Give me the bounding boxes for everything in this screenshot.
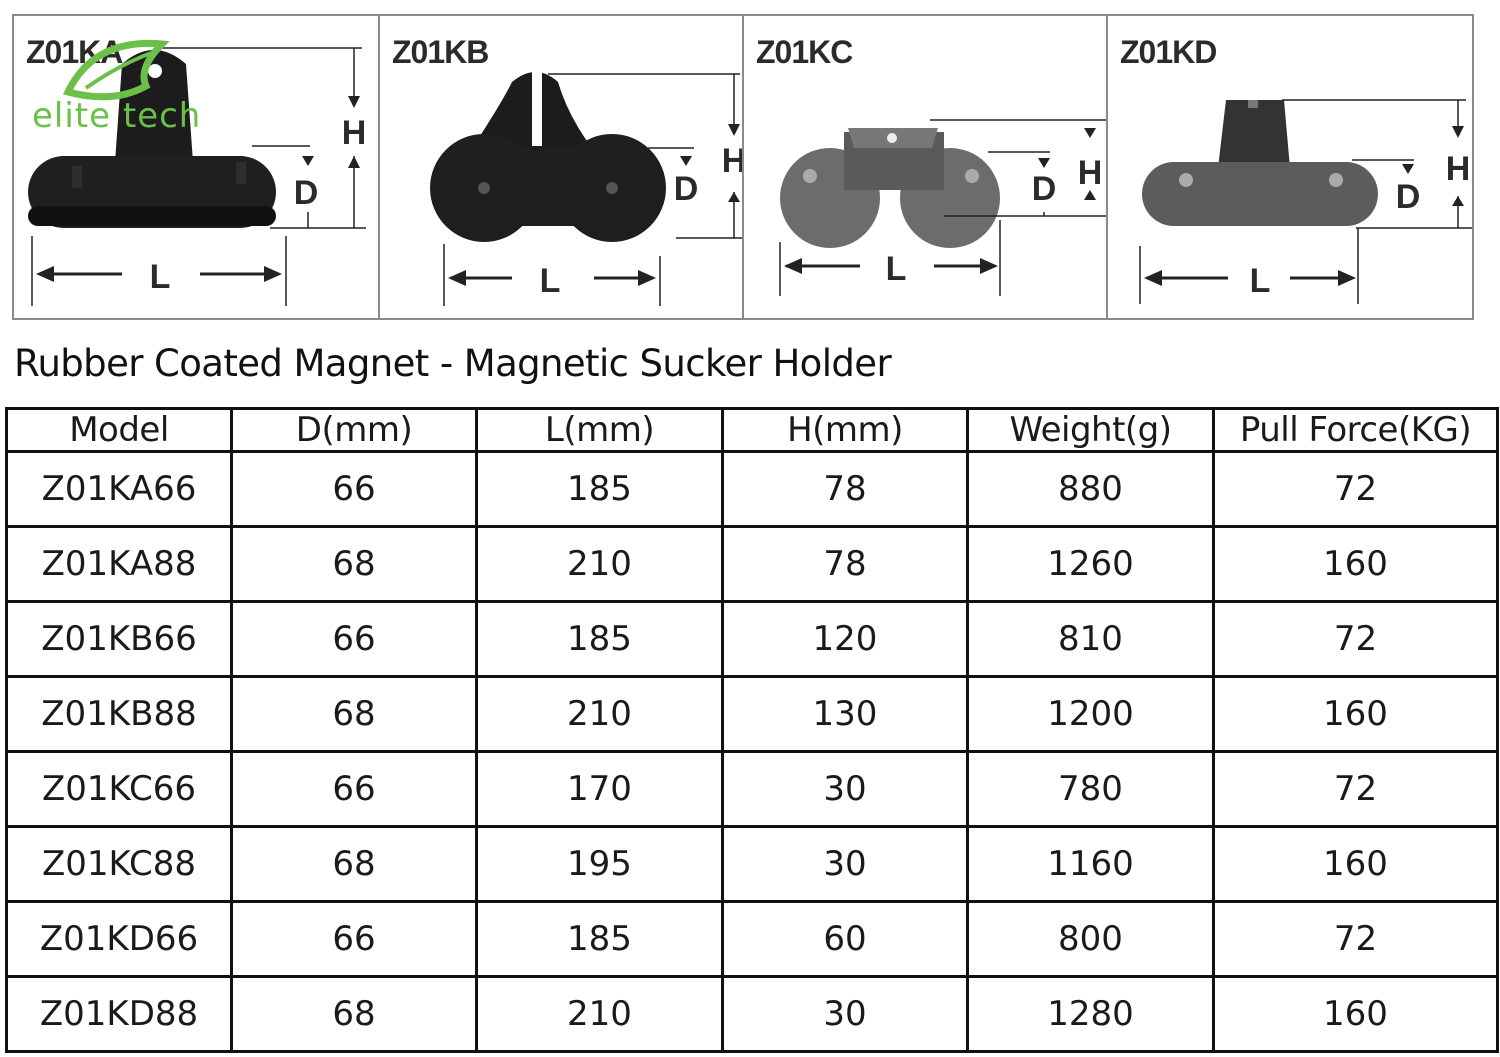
diagram-z01kd: H D L Z01KD: [1106, 16, 1472, 318]
table-cell: 72: [1212, 750, 1499, 828]
table-row: Z01KA88 68 210 78 1260 160: [5, 525, 1499, 603]
dim-label-d: D: [1032, 170, 1057, 208]
table-row: Z01KA66 66 185 78 880 72: [5, 450, 1499, 528]
column-header: L(mm): [475, 407, 724, 453]
table-header-row: Model D(mm) L(mm) H(mm) Weight(g) Pull F…: [5, 407, 1499, 453]
table-cell: 78: [721, 525, 969, 603]
table-cell: 68: [230, 675, 478, 753]
page-title: Rubber Coated Magnet - Magnetic Sucker H…: [14, 342, 892, 385]
table-cell: 810: [966, 600, 1215, 678]
table-cell: 120: [721, 600, 969, 678]
column-header: H(mm): [721, 407, 969, 453]
table-cell: Z01KD88: [5, 975, 233, 1053]
table-cell: 160: [1212, 525, 1499, 603]
table-cell: Z01KB88: [5, 675, 233, 753]
table-cell: 780: [966, 750, 1215, 828]
diagram-z01kb: H D L Z01KB: [378, 16, 744, 318]
table-cell: 68: [230, 825, 478, 903]
column-header: D(mm): [230, 407, 478, 453]
table-cell: 66: [230, 750, 478, 828]
magnet-holder-b-drawing: H D L: [430, 60, 744, 306]
dim-label-l: L: [1250, 262, 1271, 300]
table-cell: 1160: [966, 825, 1215, 903]
magnet-holder-a-drawing: H D L: [28, 47, 367, 306]
column-header: Model: [5, 407, 233, 453]
leaf-logo-icon: [62, 39, 170, 101]
diagram-label-z01kc: Z01KC: [756, 34, 853, 70]
table-cell: 60: [721, 900, 969, 978]
diagram-z01kc: H D L Z01KC: [742, 16, 1108, 318]
table-row: Z01KD66 66 185 60 800 72: [5, 900, 1499, 978]
dim-label-l: L: [886, 250, 907, 288]
dim-label-d: D: [1396, 178, 1421, 216]
table-cell: 1280: [966, 975, 1215, 1053]
table-cell: 1200: [966, 675, 1215, 753]
dim-label-h: H: [722, 142, 744, 180]
table-cell: 170: [475, 750, 724, 828]
table-cell: 210: [475, 975, 724, 1053]
dim-label-h: H: [342, 114, 367, 152]
table-cell: 66: [230, 600, 478, 678]
table-cell: 30: [721, 825, 969, 903]
table-cell: 160: [1212, 675, 1499, 753]
table-cell: 72: [1212, 900, 1499, 978]
column-header: Weight(g): [966, 407, 1215, 453]
table-cell: 195: [475, 825, 724, 903]
table-row: Z01KB66 66 185 120 810 72: [5, 600, 1499, 678]
table-cell: 185: [475, 900, 724, 978]
diagram-label-z01kb: Z01KB: [392, 34, 489, 70]
table-cell: Z01KA66: [5, 450, 233, 528]
dim-label-d: D: [674, 170, 699, 208]
table-row: Z01KC66 66 170 30 780 72: [5, 750, 1499, 828]
dim-label-l: L: [540, 262, 561, 300]
table-cell: 72: [1212, 450, 1499, 528]
magnet-holder-d-drawing: H D L: [1139, 99, 1472, 304]
product-diagram-panel: H D L Z01KA elite tech: [12, 14, 1474, 320]
brand-logo: elite tech: [28, 34, 218, 144]
diagram-label-z01kd: Z01KD: [1120, 34, 1217, 70]
table-cell: 185: [475, 450, 724, 528]
table-cell: 880: [966, 450, 1215, 528]
table-row: Z01KB88 68 210 130 1200 160: [5, 675, 1499, 753]
column-header: Pull Force(KG): [1212, 407, 1499, 453]
table-cell: 30: [721, 750, 969, 828]
table-cell: 210: [475, 675, 724, 753]
brand-logo-text: elite tech: [32, 96, 202, 136]
magnet-holder-c-drawing: H D L: [779, 119, 1108, 296]
table-cell: 800: [966, 900, 1215, 978]
table-cell: 78: [721, 450, 969, 528]
table-cell: 185: [475, 600, 724, 678]
table-row: Z01KD88 68 210 30 1280 160: [5, 975, 1499, 1053]
table-cell: 160: [1212, 825, 1499, 903]
table-cell: 66: [230, 900, 478, 978]
table-cell: 66: [230, 450, 478, 528]
table-row: Z01KC88 68 195 30 1160 160: [5, 825, 1499, 903]
diagram-z01ka: H D L Z01KA elite tech: [14, 16, 378, 318]
spec-table: Model D(mm) L(mm) H(mm) Weight(g) Pull F…: [5, 407, 1499, 1053]
table-cell: Z01KC88: [5, 825, 233, 903]
table-cell: 160: [1212, 975, 1499, 1053]
table-cell: Z01KB66: [5, 600, 233, 678]
table-cell: 30: [721, 975, 969, 1053]
table-cell: 68: [230, 525, 478, 603]
table-cell: Z01KD66: [5, 900, 233, 978]
table-cell: 210: [475, 525, 724, 603]
table-cell: 1260: [966, 525, 1215, 603]
dim-label-h: H: [1446, 150, 1471, 188]
dim-label-h: H: [1078, 154, 1103, 192]
table-cell: 72: [1212, 600, 1499, 678]
dim-label-d: D: [294, 174, 319, 212]
table-cell: 68: [230, 975, 478, 1053]
dim-label-l: L: [150, 258, 171, 296]
table-cell: Z01KC66: [5, 750, 233, 828]
table-cell: 130: [721, 675, 969, 753]
table-cell: Z01KA88: [5, 525, 233, 603]
